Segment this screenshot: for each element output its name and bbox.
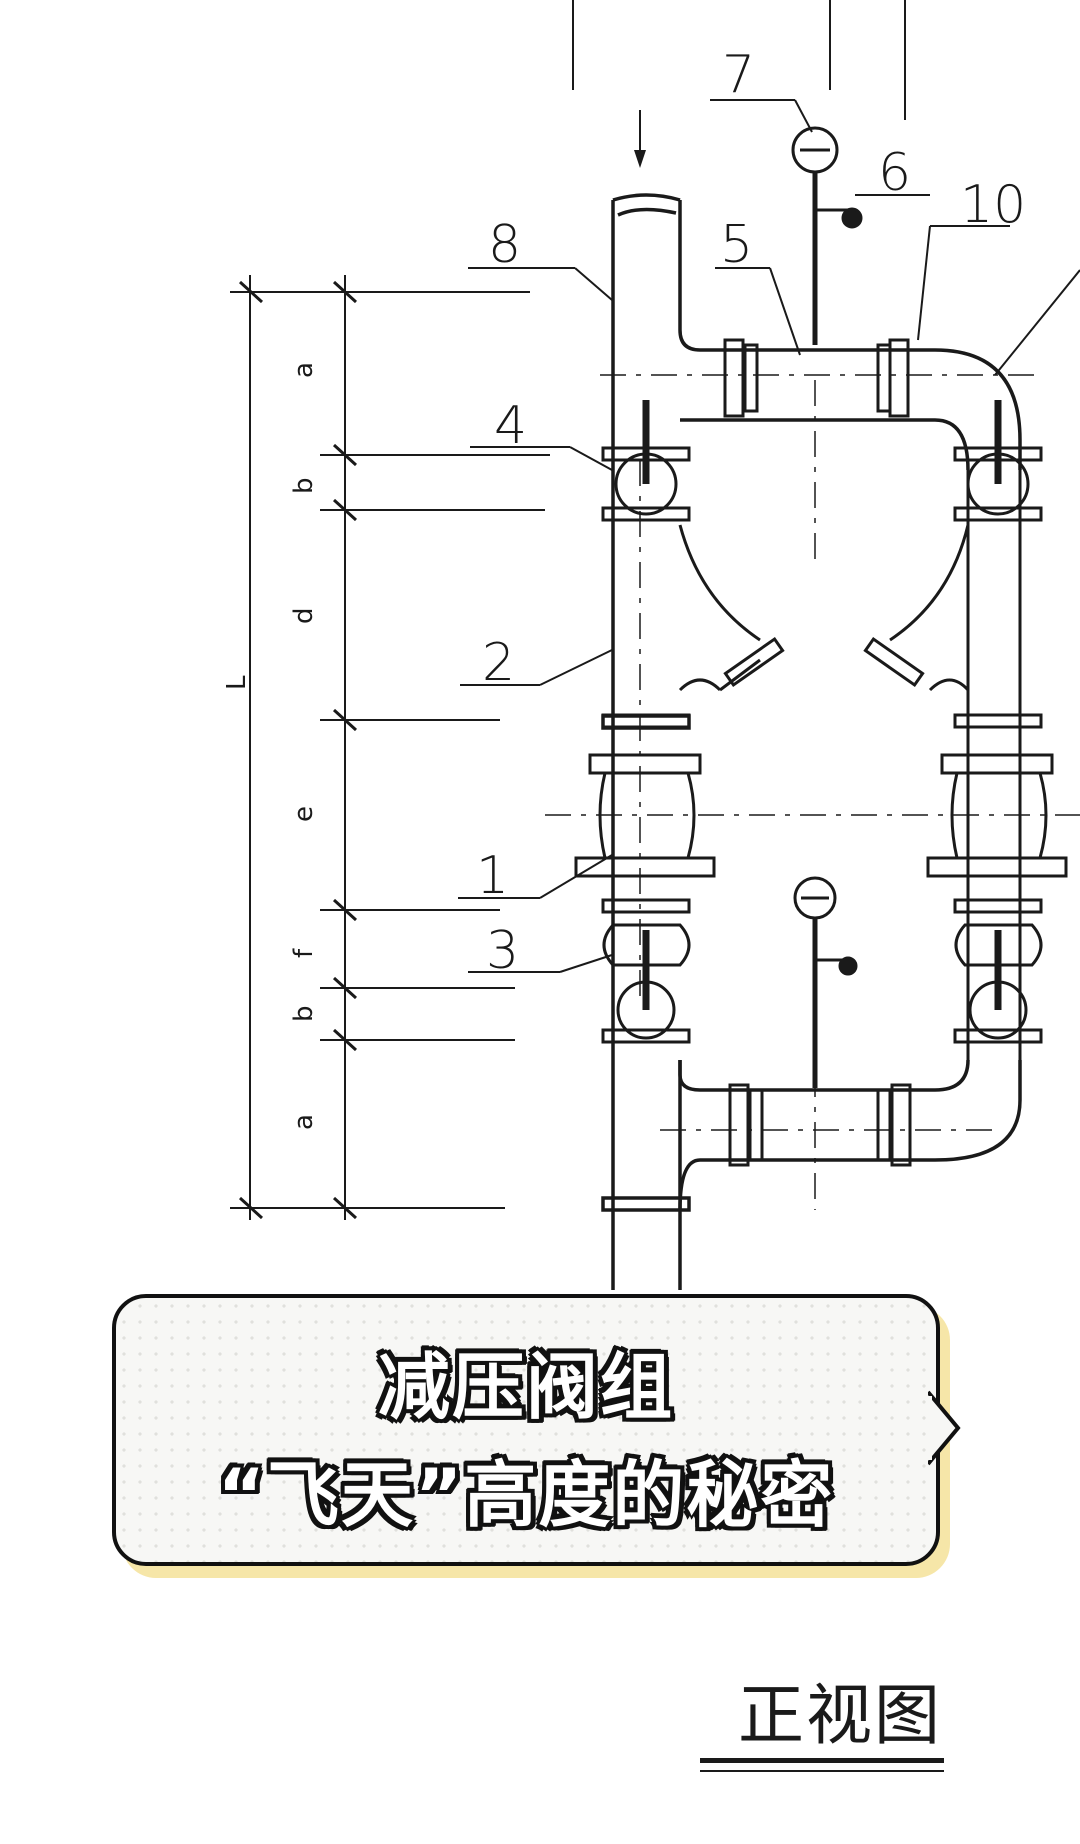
dim-label-L: L [222, 675, 252, 690]
lower-valves [601, 898, 1043, 1044]
dim-label-a-bottom: a [289, 1114, 319, 1130]
view-label-underline-thin [700, 1770, 944, 1772]
view-label: 正视图 [738, 1677, 942, 1754]
reducing-valves [574, 713, 1068, 878]
caption-bubble-tail [928, 1390, 961, 1466]
part-label-8: 8 [488, 215, 521, 275]
view-label-underline [700, 1758, 944, 1763]
part-label-5: 5 [720, 215, 753, 275]
lower-gauge [793, 876, 858, 1088]
part-label-6: 6 [878, 143, 911, 203]
caption-title: 减压阀组 [377, 1345, 674, 1429]
top-header [678, 329, 1022, 471]
dim-label-e: e [289, 806, 319, 822]
leader-lines [458, 99, 1080, 973]
part-label-3: 3 [486, 921, 519, 981]
dim-label-f: f [289, 948, 319, 958]
part-label-7: 7 [722, 45, 755, 105]
part-label-10: 10 [960, 175, 1026, 235]
dim-label-b-bottom: b [289, 1005, 319, 1022]
top-gauge [791, 126, 863, 345]
part-label-1: 1 [476, 846, 509, 906]
part-label-4: 4 [494, 396, 527, 456]
dim-label-a-top: a [289, 362, 319, 378]
caption-subtitle: “飞天”高度的秘密 [217, 1453, 835, 1537]
bottom-header [601, 714, 1022, 1212]
dim-label-d: d [289, 607, 319, 624]
caption-bubble: 减压阀组 “飞天”高度的秘密 [112, 1294, 940, 1566]
dimension-chain [230, 275, 550, 1220]
strainers [678, 470, 1022, 1060]
dim-label-b-top: b [289, 477, 319, 494]
main-riser [611, 193, 682, 1290]
part-label-2: 2 [482, 633, 515, 693]
top-valves [601, 400, 1043, 522]
